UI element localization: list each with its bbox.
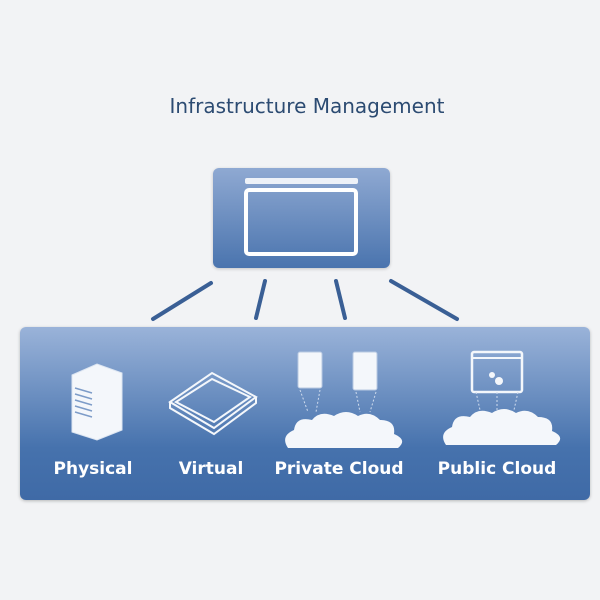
virtual-appliance-icon <box>168 371 258 436</box>
private-cloud-icon <box>285 351 403 448</box>
connector-virtual <box>254 279 267 320</box>
diagram-title: Infrastructure Management <box>169 94 445 118</box>
connector-physical <box>151 281 213 321</box>
node-label-public-cloud: Public Cloud <box>437 459 557 479</box>
connector-private-cloud <box>334 279 347 320</box>
window-icon <box>244 178 358 256</box>
public-cloud-icon <box>443 350 561 445</box>
management-console-node <box>213 168 390 268</box>
node-label-physical: Physical <box>53 459 133 479</box>
server-tower-icon <box>71 363 123 441</box>
connector-public-cloud <box>389 279 459 321</box>
node-label-virtual: Virtual <box>178 459 244 479</box>
node-label-private-cloud: Private Cloud <box>274 459 404 479</box>
